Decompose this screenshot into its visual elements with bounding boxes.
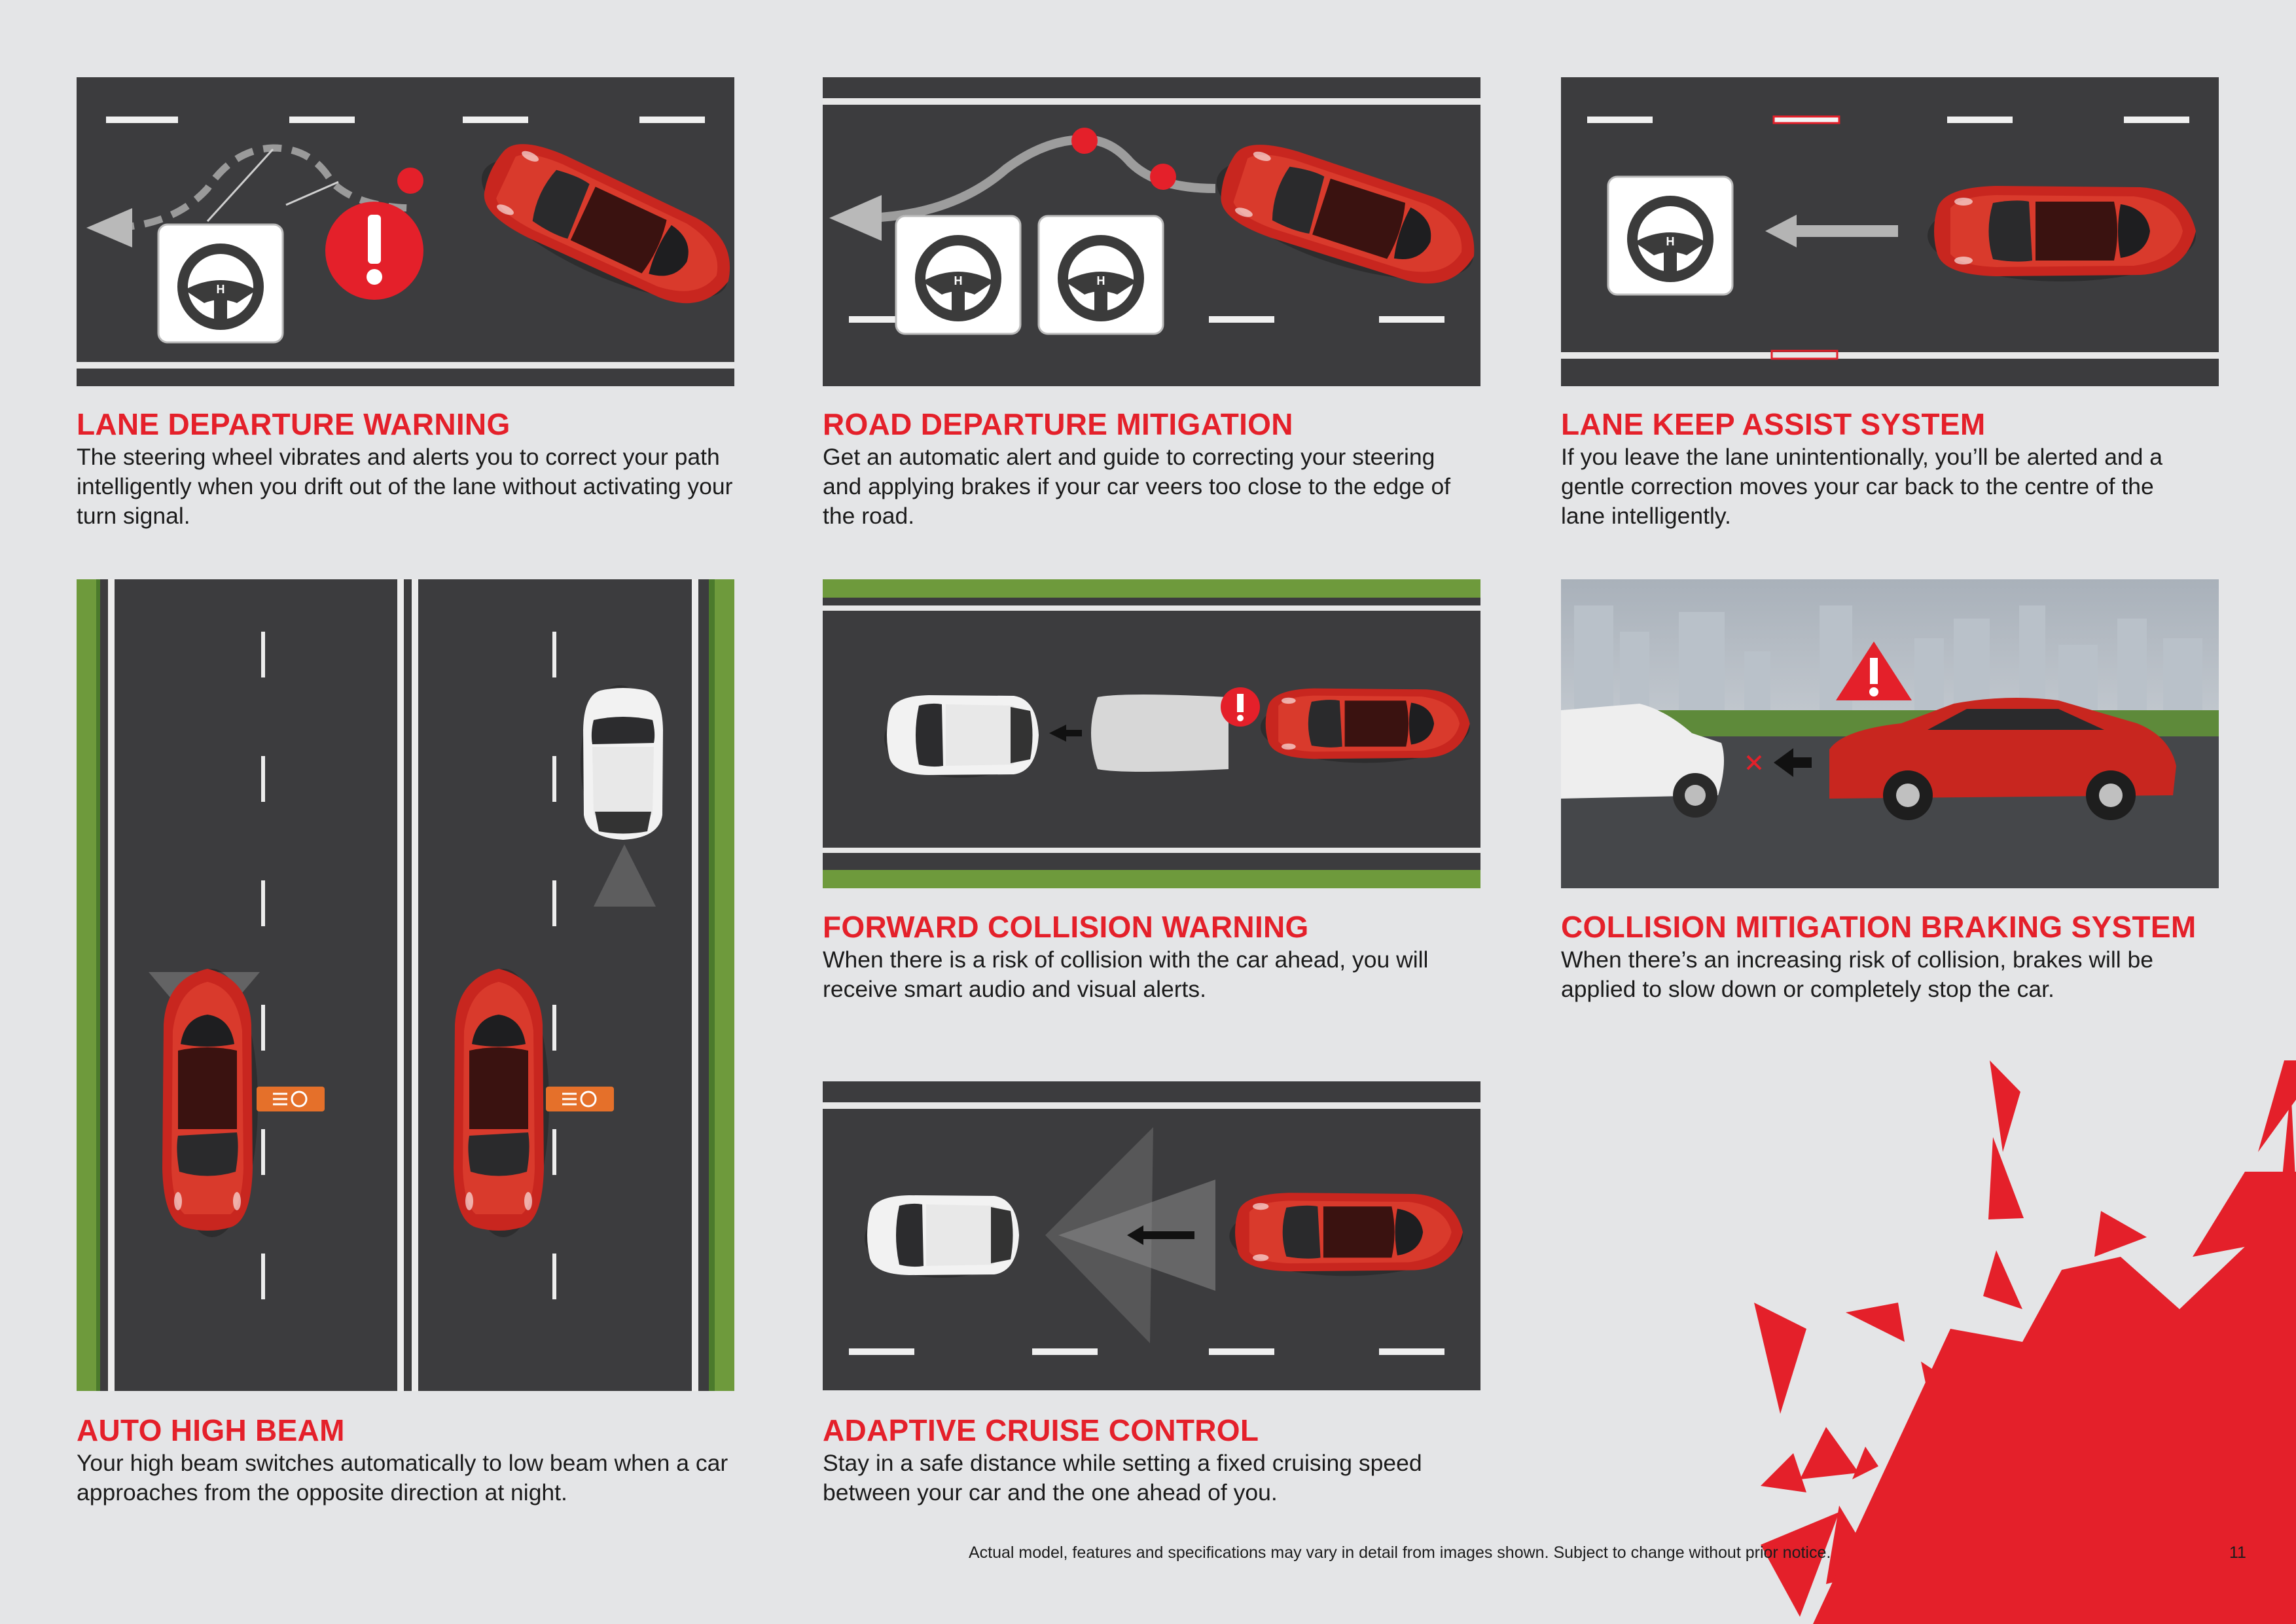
road-departure-mitigation-image: [823, 77, 1480, 386]
page-number: 11: [2229, 1543, 2246, 1562]
feature-description: When there’s an increasing risk of colli…: [1561, 947, 2154, 1002]
disclaimer-footnote: Actual model, features and specification…: [969, 1543, 1831, 1562]
feature-title: COLLISION MITIGATION BRAKING SYSTEM: [1561, 910, 2197, 944]
feature-description: Stay in a safe distance while setting a …: [823, 1450, 1422, 1506]
feature-description: If you leave the lane unintentionally, y…: [1561, 444, 2163, 529]
warning-icon: [325, 168, 423, 300]
feature-description: Your high beam switches automatically to…: [77, 1450, 728, 1506]
feature-title: AUTO HIGH BEAM: [77, 1413, 345, 1447]
lane-departure-warning-image: [77, 77, 734, 386]
steering-wheel-vibrate-icon: [1039, 216, 1163, 334]
decorative-red-shards: [1754, 1060, 2296, 1624]
feature-title: LANE DEPARTURE WARNING: [77, 407, 511, 441]
steering-wheel-correct-icon: [1608, 177, 1732, 295]
feature-description: The steering wheel vibrates and alerts y…: [77, 444, 733, 529]
feature-title: ROAD DEPARTURE MITIGATION: [823, 407, 1293, 441]
steering-wheel-correct-icon: [896, 216, 1020, 334]
forward-collision-warning-image: [823, 579, 1480, 888]
feature-title: LANE KEEP ASSIST SYSTEM: [1561, 407, 1986, 441]
auto-high-beam-image: [77, 579, 734, 1391]
high-beam-icon: [257, 1087, 325, 1111]
high-beam-icon: [546, 1087, 614, 1111]
feature-title: ADAPTIVE CRUISE CONTROL: [823, 1413, 1259, 1447]
collision-mitigation-braking-image: [1561, 579, 2219, 888]
adaptive-cruise-control-image: [823, 1081, 1480, 1390]
feature-title: FORWARD COLLISION WARNING: [823, 910, 1309, 944]
warning-icon: [1836, 641, 1912, 700]
warning-icon: [1221, 687, 1260, 727]
steering-wheel-vibrate-icon: [158, 225, 283, 342]
feature-description: Get an automatic alert and guide to corr…: [823, 444, 1451, 529]
feature-description: When there is a risk of collision with t…: [823, 947, 1429, 1002]
lane-keep-assist-image: [1561, 77, 2219, 386]
